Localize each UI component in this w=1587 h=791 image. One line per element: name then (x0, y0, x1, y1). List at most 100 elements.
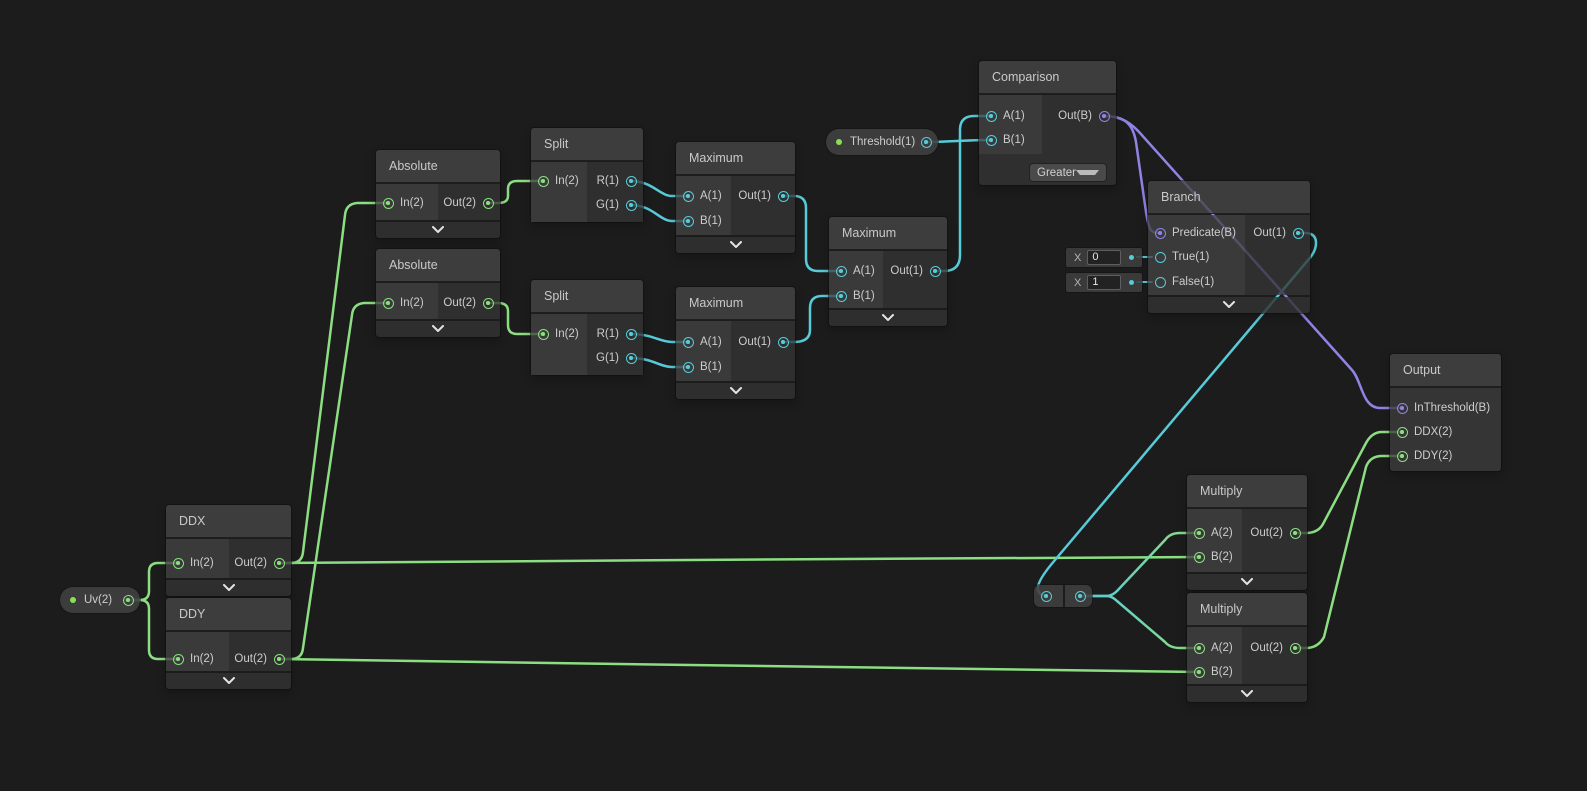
port-multiply2-b-2[interactable] (1193, 666, 1205, 678)
edge-ddy-out-to-multiply2-b[interactable] (277, 657, 1201, 674)
collapse-toggle-multiply2[interactable] (1187, 686, 1307, 702)
port-split1-g-1[interactable] (625, 199, 637, 211)
port-maximum2-out-1[interactable] (777, 336, 789, 348)
property-pill-uv[interactable]: Uv(2) (60, 587, 140, 613)
comparison-mode-dropdown[interactable]: Greater (1030, 164, 1106, 181)
collapse-toggle-ddy[interactable] (166, 673, 291, 689)
edge-absolute2-out-to-split2-in[interactable] (486, 301, 545, 336)
port-maximum2-a-1[interactable] (682, 336, 694, 348)
port-maximum1-a-1[interactable] (682, 190, 694, 202)
port-split2-r-1[interactable] (625, 328, 637, 340)
port-maximum1-out-1[interactable] (777, 190, 789, 202)
edge-ddx-out-to-multiply1-b[interactable] (277, 555, 1201, 565)
node-title-absolute2[interactable]: Absolute (376, 249, 500, 282)
port-split2-g-1[interactable] (625, 352, 637, 364)
node-title-comparison[interactable]: Comparison (979, 61, 1116, 94)
node-title-multiply2[interactable]: Multiply (1187, 593, 1307, 626)
redirect-node[interactable] (1034, 585, 1092, 607)
edge-absolute1-out-to-split1-in[interactable] (486, 179, 545, 205)
collapse-toggle-maximum1[interactable] (676, 237, 795, 253)
port-output-ddy-2[interactable] (1396, 450, 1408, 462)
edge-maximum3-out-to-comparison-a[interactable] (933, 114, 993, 273)
edge-maximum1-out-to-maximum3-a[interactable] (781, 194, 843, 273)
node-title-ddx[interactable]: DDX (166, 505, 291, 538)
port-output-ddx-2[interactable] (1396, 426, 1408, 438)
port-maximum3-a-1[interactable] (835, 265, 847, 277)
port-ddx-in-2[interactable] (172, 557, 184, 569)
collapse-toggle-multiply1[interactable] (1187, 574, 1307, 590)
port-comparison-out-b[interactable] (1098, 110, 1110, 122)
collapse-toggle-branch[interactable] (1148, 297, 1310, 313)
node-title-branch[interactable]: Branch (1148, 181, 1310, 214)
port-absolute2-in-2[interactable] (382, 297, 394, 309)
port-multiply1-b-2[interactable] (1193, 551, 1205, 563)
edge-ddy-out-to-absolute2-in[interactable] (277, 301, 390, 661)
property-pill-threshold[interactable]: Threshold(1) (826, 129, 938, 155)
port-maximum3-b-1[interactable] (835, 290, 847, 302)
port-ddy-in-2[interactable] (172, 653, 184, 665)
port-ddy-out-2[interactable] (273, 653, 285, 665)
collapse-toggle-maximum3[interactable] (829, 310, 947, 326)
value-field-branch-true-default[interactable]: 0 (1087, 250, 1122, 265)
collapse-toggle-ddx[interactable] (166, 580, 291, 596)
port-split1-r-1[interactable] (625, 175, 637, 187)
collapse-toggle-absolute1[interactable] (376, 222, 500, 238)
node-title-multiply1[interactable]: Multiply (1187, 475, 1307, 508)
port-maximum3-out-1[interactable] (929, 265, 941, 277)
node-title-ddy[interactable]: DDY (166, 598, 291, 631)
edge-maximum2-out-to-maximum3-b[interactable] (781, 294, 843, 344)
edge-multiply1-out-to-output-ddx[interactable] (1293, 430, 1404, 535)
port-absolute1-out-2[interactable] (482, 197, 494, 209)
port-multiply1-out-2[interactable] (1289, 527, 1301, 539)
port-redirect-out[interactable] (1074, 590, 1086, 602)
port-redirect-in[interactable] (1040, 590, 1052, 602)
node-title-split2[interactable]: Split (531, 280, 643, 313)
port-split1-in-2[interactable] (537, 175, 549, 187)
edge-comparison-out-to-output-inthreshold[interactable] (1102, 114, 1404, 410)
edge-multiply2-out-to-output-ddy[interactable] (1293, 454, 1404, 650)
value-field-branch-false-default[interactable]: 1 (1087, 275, 1122, 290)
port-threshold-out[interactable] (920, 136, 932, 148)
port-branch-true-1[interactable] (1154, 251, 1166, 263)
port-multiply2-a-2[interactable] (1193, 642, 1205, 654)
node-title-absolute1[interactable]: Absolute (376, 150, 500, 183)
port-branch-out-1[interactable] (1292, 227, 1304, 239)
port-multiply1-a-2[interactable] (1193, 527, 1205, 539)
port-branch-predicate-b[interactable] (1154, 227, 1166, 239)
edge-uv-to-ddy-in[interactable] (123, 598, 180, 661)
edge-redirect-to-multiply2-a[interactable] (1078, 594, 1201, 650)
port-multiply2-out-2[interactable] (1289, 642, 1301, 654)
port-absolute2-out-2[interactable] (482, 297, 494, 309)
port-comparison-b-1[interactable] (985, 134, 997, 146)
edge-redirect-to-multiply1-a[interactable] (1078, 531, 1201, 598)
collapse-toggle-absolute2[interactable] (376, 321, 500, 337)
port-absolute1-in-2[interactable] (382, 197, 394, 209)
port-maximum1-b-1[interactable] (682, 215, 694, 227)
port-comparison-a-1[interactable] (985, 110, 997, 122)
collapse-toggle-maximum2[interactable] (676, 383, 795, 399)
node-title-maximum2[interactable]: Maximum (676, 287, 795, 320)
port-branch-false-1[interactable] (1154, 276, 1166, 288)
port-maximum2-b-1[interactable] (682, 361, 694, 373)
node-title-maximum3[interactable]: Maximum (829, 217, 947, 250)
port-output-inthreshold-b[interactable] (1396, 402, 1408, 414)
port-ddx-out-2[interactable] (273, 557, 285, 569)
port-split2-in-2[interactable] (537, 328, 549, 340)
edge-ddx-out-to-absolute1-in[interactable] (277, 201, 390, 565)
node-title-output[interactable]: Output (1390, 354, 1501, 387)
node-title-maximum1[interactable]: Maximum (676, 142, 795, 175)
